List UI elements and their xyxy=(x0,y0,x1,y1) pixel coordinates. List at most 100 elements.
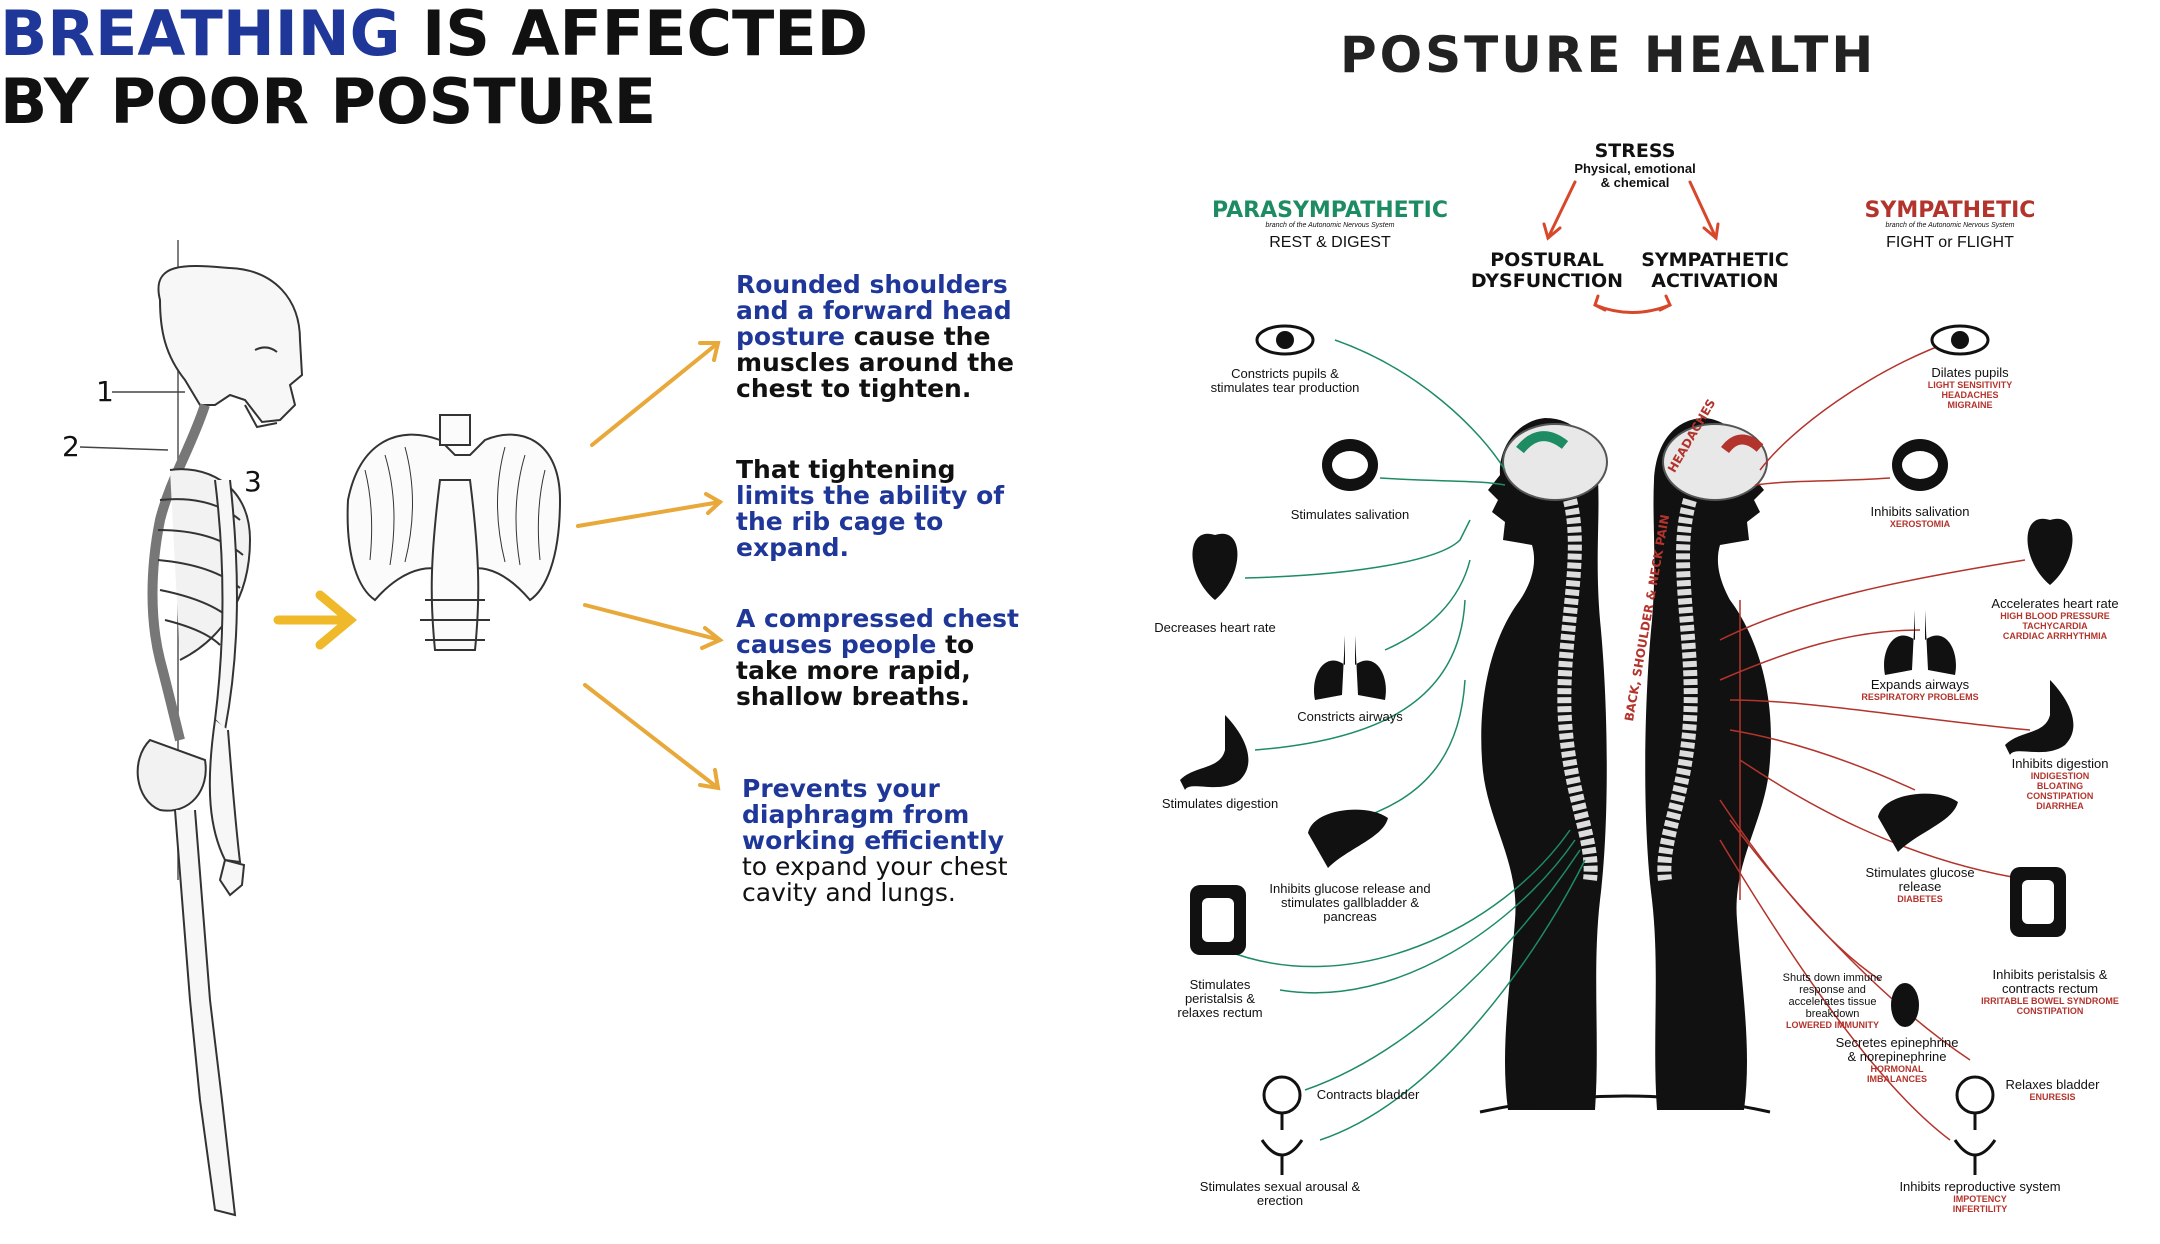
para-lungs-icon xyxy=(1314,635,1386,700)
symp-peristalsis-label: Inhibits peristalsis & contracts rectum … xyxy=(1970,967,2130,1017)
activation-line2: ACTIVATION xyxy=(1651,270,1779,292)
symp-digestion-text: Inhibits digestion xyxy=(2011,756,2109,771)
activation-line1: SYMPATHETIC xyxy=(1641,249,1789,271)
symp-digestion-label: Inhibits digestion INDIGESTION BLOATING … xyxy=(1990,756,2130,812)
symp-peristalsis-red-0: IRRITABLE BOWEL SYNDROME xyxy=(1981,996,2119,1006)
symp-epinephrine-label: Secretes epinephrine & norepinephrine HO… xyxy=(1832,1036,1962,1085)
symp-immune-red-0: LOWERED IMMUNITY xyxy=(1786,1020,1879,1030)
dysfunction-line2: DYSFUNCTION xyxy=(1470,270,1624,292)
symp-digestion-red-2: CONSTIPATION xyxy=(2026,791,2094,801)
para-stomach-icon xyxy=(1180,715,1249,790)
right-title: POSTURE HEALTH xyxy=(1340,26,1877,84)
symp-saliva-red-0: XEROSTOMIA xyxy=(1889,519,1951,529)
symp-bladder-label: Relaxes bladder ENURESIS xyxy=(1995,1077,2110,1103)
para-bladder-icon xyxy=(1262,1075,1302,1130)
symp-reproductive-text: Inhibits reproductive system xyxy=(1899,1179,2061,1194)
symp-lungs-icon xyxy=(1884,610,1956,675)
symp-airways-label: Expands airways RESPIRATORY PROBLEMS xyxy=(1840,677,2000,703)
symp-peristalsis-red-1: CONSTIPATION xyxy=(2016,1006,2084,1016)
symp-saliva-text: Inhibits salivation xyxy=(1870,504,1970,519)
para-saliva-label: Stimulates salivation xyxy=(1290,507,1410,522)
symp-kidney-icon xyxy=(1891,983,1919,1027)
callout-tightening-lead: That tightening xyxy=(736,455,956,484)
symp-subtitle: FIGHT or FLIGHT xyxy=(1886,234,2014,251)
para-heart-label: Decreases heart rate xyxy=(1154,620,1276,635)
para-mouth-icon xyxy=(1322,439,1378,491)
callout-arrows xyxy=(576,341,724,791)
symp-glucose-red-0: DIABETES xyxy=(1897,894,1943,904)
skeleton-label-3: 3 xyxy=(244,465,262,498)
stress-sub2: & chemical xyxy=(1600,175,1670,190)
skeleton-label-1: 1 xyxy=(96,375,114,408)
symp-heart-text: Accelerates heart rate xyxy=(1991,596,2119,611)
symp-title: SYMPATHETIC xyxy=(1864,198,2036,223)
symp-airways-text: Expands airways xyxy=(1870,677,1970,692)
symp-immune-label: Shuts down immune response and accelerat… xyxy=(1770,972,1895,1030)
symp-pupils-red-1: HEADACHES xyxy=(1941,390,1999,400)
brain-graphics xyxy=(1502,423,1768,501)
dysfunction-line1: POSTURAL xyxy=(1490,249,1604,271)
symp-eye-icon xyxy=(1930,324,1990,356)
para-digestion-label: Stimulates digestion xyxy=(1161,796,1279,811)
symp-reproductive-red-0: IMPOTENCY xyxy=(1953,1194,2007,1204)
symp-bladder-text: Relaxes bladder xyxy=(2005,1077,2100,1092)
stress-sub1: Physical, emotional xyxy=(1574,161,1696,176)
symp-glucose-text: Stimulates glucose release xyxy=(1865,865,1975,894)
symp-pupils-red-0: LIGHT SENSITIVITY xyxy=(1927,380,2013,390)
para-eye-icon xyxy=(1255,324,1315,356)
symp-digestion-red-0: INDIGESTION xyxy=(2030,771,2090,781)
symp-bladder-red-0: ENURESIS xyxy=(2029,1092,2076,1102)
symp-tiny: branch of the Autonomic Nervous System xyxy=(1885,222,2015,229)
para-subtitle: REST & DIGEST xyxy=(1269,234,1391,251)
callout-diaphragm-rest: to expand your chest cavity and lungs. xyxy=(742,852,1008,907)
para-peristalsis-label: Stimulates peristalsis & relaxes rectum xyxy=(1177,977,1263,1020)
para-bladder-label: Contracts bladder xyxy=(1316,1087,1420,1102)
callout-shoulders-rest: cause the muscles around the chest to ti… xyxy=(736,322,1014,403)
symp-reproductive-red-1: INFERTILITY xyxy=(1952,1204,2008,1214)
callout-compressed-rest: to take more rapid, shallow breaths. xyxy=(736,630,975,711)
para-glucose-label: Inhibits glucose release and stimulates … xyxy=(1269,881,1431,924)
symp-heart-label: Accelerates heart rate HIGH BLOOD PRESSU… xyxy=(1960,596,2150,642)
symp-heart-red-1: TACHYCARDIA xyxy=(2022,621,2088,631)
stress-title: STRESS xyxy=(1594,140,1676,162)
symp-pupils-text: Dilates pupils xyxy=(1931,365,2009,380)
postural-dysfunction: POSTURAL DYSFUNCTION xyxy=(1462,250,1632,292)
title-line2: BY POOR POSTURE xyxy=(0,65,657,138)
spine-graphics xyxy=(1557,497,1698,881)
callout-diaphragm: Prevents your diaphragm from working eff… xyxy=(742,776,1022,906)
symp-epinephrine-red-0: HORMONAL xyxy=(1870,1064,1924,1074)
symp-intestine-icon xyxy=(2010,867,2066,937)
symp-stomach-icon xyxy=(2005,680,2074,755)
symp-peristalsis-text: Inhibits peristalsis & contracts rectum xyxy=(1992,967,2108,996)
symp-immune-text: Shuts down immune response and accelerat… xyxy=(1782,972,1883,1020)
skeleton-label-2: 2 xyxy=(62,430,80,463)
parasympathetic-nerves xyxy=(1224,339,1586,1141)
symp-glucose-label: Stimulates glucose release DIABETES xyxy=(1865,865,1975,905)
gold-arrow xyxy=(273,590,358,650)
callout-shoulders: Rounded shoulders and a forward head pos… xyxy=(736,272,1036,402)
callout-shoulders-blue: Rounded shoulders and a forward head pos… xyxy=(736,270,1012,351)
callout-compressed-blue: A compressed chest causes people xyxy=(736,604,1019,659)
callout-compressed: A compressed chest causes people to take… xyxy=(736,606,1031,710)
para-airways-label: Constricts airways xyxy=(1297,709,1403,724)
symp-epinephrine-red-1: IMBALANCES xyxy=(1867,1074,1927,1084)
callout-tightening: That tightening limits the ability of th… xyxy=(736,457,1036,561)
para-reproductive-icon xyxy=(1260,1139,1304,1175)
symp-digestion-red-3: DIARRHEA xyxy=(2036,801,2084,811)
callout-diaphragm-blue: Prevents your diaphragm from working eff… xyxy=(742,774,1004,855)
symp-heart-red-0: HIGH BLOOD PRESSURE xyxy=(2000,611,2110,621)
para-tiny: branch of the Autonomic Nervous System xyxy=(1265,222,1395,229)
symp-reproductive-icon xyxy=(1953,1139,1997,1175)
callout-tightening-blue: limits the ability of the rib cage to ex… xyxy=(736,481,1005,562)
skeleton-illustration xyxy=(79,240,304,1217)
symp-liver-icon xyxy=(1878,793,1958,852)
stress-cycle-arrows xyxy=(1542,180,1720,314)
diaphragm-illustration xyxy=(346,414,562,651)
symp-pupils-red-2: MIGRAINE xyxy=(1947,400,1993,410)
symp-saliva-label: Inhibits salivation XEROSTOMIA xyxy=(1850,504,1990,530)
para-liver-icon xyxy=(1308,809,1388,868)
title-accent: BREATHING xyxy=(0,0,401,70)
human-silhouettes xyxy=(1479,418,1771,1114)
symp-airways-red-0: RESPIRATORY PROBLEMS xyxy=(1861,692,1979,702)
